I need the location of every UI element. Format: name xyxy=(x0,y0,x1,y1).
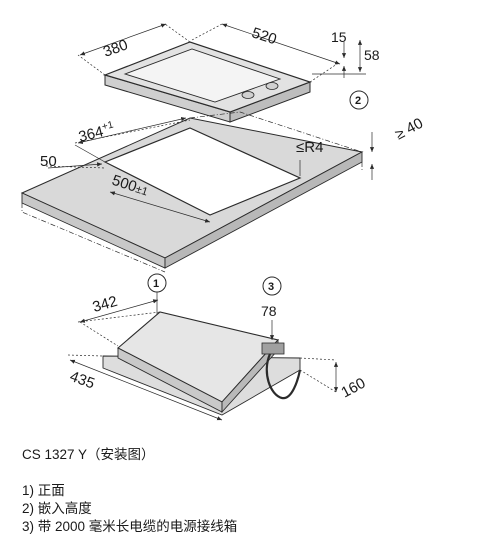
junction-box xyxy=(261,342,285,355)
caption-note-front: 1) 正面 xyxy=(22,483,65,498)
hob-knob-left xyxy=(241,91,255,99)
dim-corner-radius: ≤R4 xyxy=(296,139,323,156)
worktop-dimensions xyxy=(45,117,375,223)
callout-junction-box: 3 xyxy=(262,276,282,296)
caption-note-junction-box: 3) 带 2000 毫米长电缆的电源接线箱 xyxy=(22,519,238,534)
dim-cutout-depth: 364+1 xyxy=(77,119,117,145)
underside-dimensions xyxy=(67,299,339,421)
power-cable xyxy=(265,353,302,400)
diagram-caption: CS 1327 Y（安装图） 1) 正面 2) 嵌入高度 3) 带 2000 毫… xyxy=(22,446,237,536)
hob-unit xyxy=(103,41,312,123)
dim-hob-width: 520 xyxy=(250,24,279,48)
svg-text:2: 2 xyxy=(355,95,361,107)
dim-hob-top-thickness: 15 xyxy=(331,29,347,45)
hob-dimensions xyxy=(77,23,366,83)
dim-cutout-width: 500±1 xyxy=(110,172,151,200)
hob-glass-plate xyxy=(123,48,282,103)
worktop-hidden-edges xyxy=(21,111,363,273)
dim-underside-depth: 342 xyxy=(91,293,120,316)
svg-text:3: 3 xyxy=(268,281,274,293)
dim-hob-depth: 380 xyxy=(101,36,130,61)
caption-note-install-height: 2) 嵌入高度 xyxy=(22,501,92,516)
installation-diagram: 380 520 15 58 2 364+1 50 500±1 xyxy=(20,23,426,421)
dim-underside-width: 435 xyxy=(68,368,97,393)
caption-title: CS 1327 Y（安装图） xyxy=(22,447,155,462)
hob-underside xyxy=(102,311,302,416)
hob-knob-right xyxy=(265,82,279,90)
dim-worktop-thickness: ≥ 40 xyxy=(392,115,426,144)
callout-install-height: 2 xyxy=(349,90,369,110)
callout-front: 1 xyxy=(147,273,167,318)
svg-text:1: 1 xyxy=(153,278,159,290)
dim-hob-total-height: 58 xyxy=(364,47,380,63)
dim-box-clearance: 78 xyxy=(261,303,277,319)
dim-front-offset: 50 xyxy=(40,153,57,170)
dim-box-depth: 160 xyxy=(338,375,368,402)
